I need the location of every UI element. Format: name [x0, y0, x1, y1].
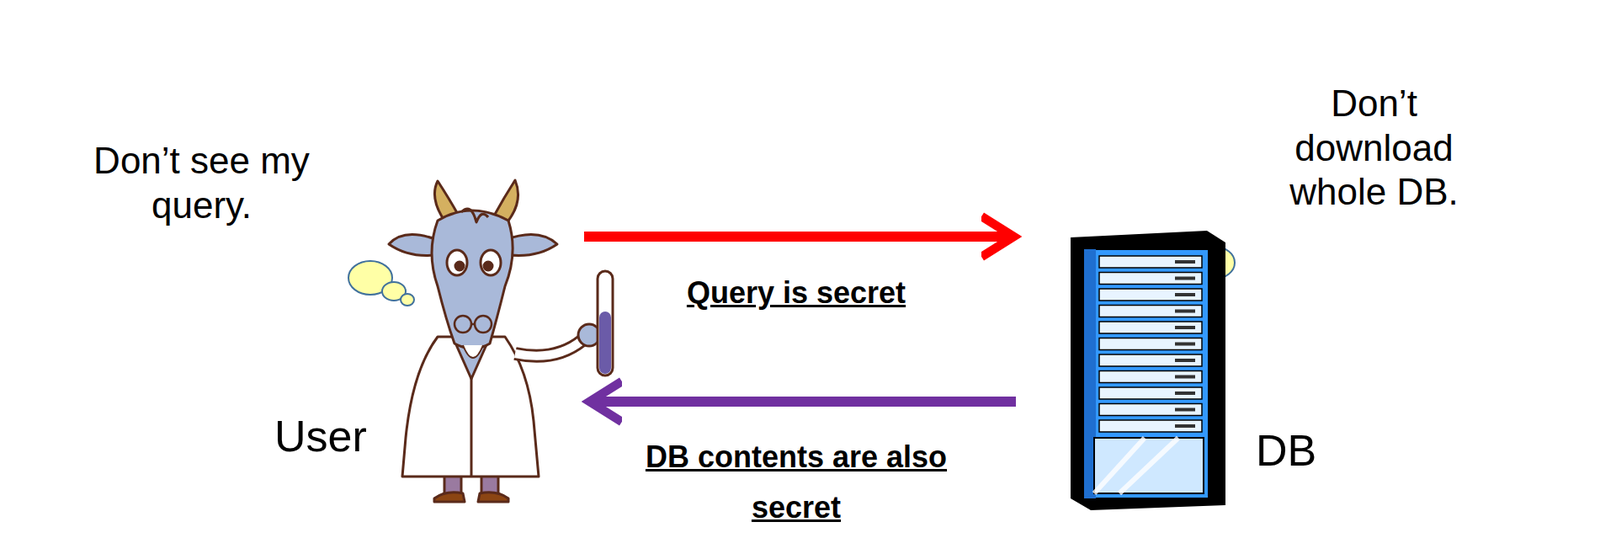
- secret-note: DB contents are also secret: [644, 431, 948, 532]
- thought-cloud: Don’t download whole DB.: [1154, 10, 1594, 287]
- db-label: DB: [1255, 425, 1317, 476]
- user-label: User: [274, 410, 367, 462]
- query-arrow: [584, 231, 1006, 242]
- secret-circle: Query is secret DB contents are also secr…: [585, 136, 1007, 538]
- thought-text: Don’t see my query.: [88, 138, 316, 229]
- goat-scientist: [388, 180, 613, 502]
- secret-note: Query is secret: [686, 267, 906, 318]
- database-server: [1070, 230, 1226, 511]
- thought-cloud: Don’t see my query.: [8, 40, 395, 327]
- response-arrow: [597, 396, 1016, 407]
- thought-text: Don’t download whole DB.: [1269, 81, 1480, 215]
- cloud-outline: [8, 40, 395, 327]
- circle-fill: [585, 136, 1007, 538]
